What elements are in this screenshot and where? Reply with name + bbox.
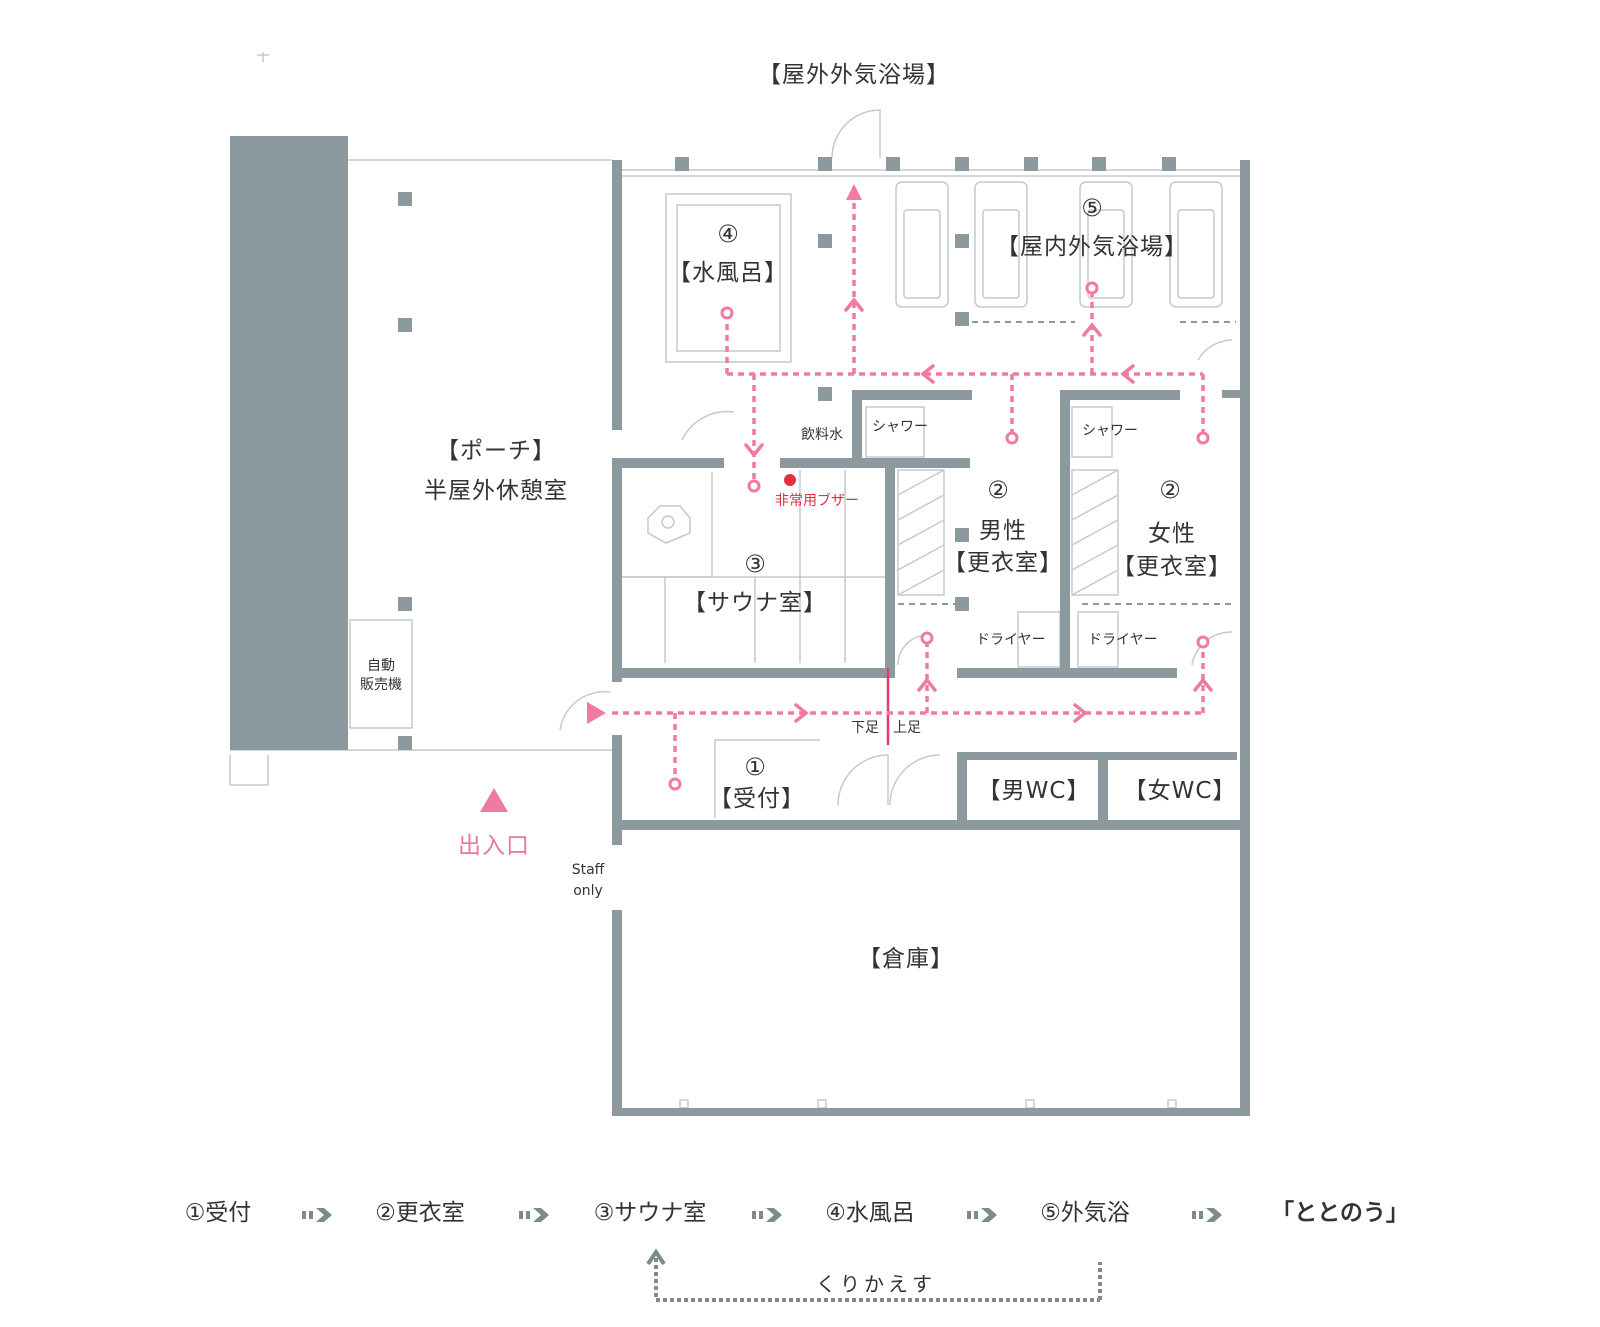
vending-label-2: 販売機: [360, 677, 402, 693]
male-locker-label: 【更衣室】: [943, 550, 1063, 576]
emergency-buzzer-dot: [784, 474, 796, 486]
male-locker-number: ②: [987, 476, 1009, 504]
reception-label: 【受付】: [709, 786, 805, 812]
outdoor-bath-label: 【屋外外気浴場】: [758, 62, 950, 88]
indoor-bath-number: ⑤: [1081, 194, 1103, 222]
thin-lines: [229, 52, 1240, 1109]
staff-only-label-1: Staff: [571, 862, 605, 878]
shower-male-label: シャワー: [872, 419, 928, 435]
drinking-water-label: 飲料水: [801, 427, 843, 443]
dashed-guides: [898, 321, 1236, 605]
entrance-triangle: [480, 788, 508, 812]
female-locker-number: ②: [1159, 476, 1181, 504]
staff-only-label-2: only: [573, 883, 603, 899]
cold-bath-number: ④: [717, 220, 739, 248]
flow-step-totonou: 「ととのう」: [1271, 1200, 1409, 1226]
indoor-bath-label: 【屋内外気浴場】: [996, 234, 1188, 260]
male-wc-label: 【男WC】: [977, 778, 1091, 804]
sauna-number: ③: [744, 550, 766, 578]
route-chevrons: [744, 297, 1213, 723]
route-nodes: [668, 281, 1210, 791]
storage-label: 【倉庫】: [858, 946, 954, 972]
cold-bath-label: 【水風呂】: [668, 260, 788, 286]
shoes-off-label: 下足: [851, 720, 879, 736]
female-locker-label: 【更衣室】: [1112, 554, 1232, 580]
route-lines: [612, 202, 1205, 784]
sauna-label: 【サウナ室】: [683, 590, 827, 616]
female-label: 女性: [1148, 521, 1196, 547]
reception-number: ①: [744, 753, 766, 781]
dryer-male-label: ドライヤー: [976, 632, 1046, 648]
repeat-arrow-head: [646, 1248, 666, 1266]
entrance-label: 出入口: [458, 833, 530, 859]
repeat-loop: [654, 1258, 1102, 1302]
dryer-female-label: ドライヤー: [1088, 632, 1158, 648]
male-label: 男性: [979, 518, 1027, 544]
emergency-buzzer-label: 非常用ブザー: [775, 493, 859, 509]
entry-arrow: [587, 702, 606, 724]
vending-label-1: 自動: [367, 658, 395, 674]
shoes-on-label: 上足: [893, 720, 921, 736]
columns: [398, 157, 1176, 750]
walls: [230, 136, 1250, 1116]
flow-step-sauna: ③サウナ室: [593, 1200, 707, 1226]
flow-step-air-bath: ⑤外気浴: [1040, 1200, 1130, 1226]
flow-chevrons: [302, 1208, 1222, 1222]
flow-step-cold-bath: ④水風呂: [825, 1200, 915, 1226]
porch-label: 【ポーチ】: [436, 438, 556, 464]
route-arrow-up: [846, 184, 862, 200]
flow-step-locker: ②更衣室: [375, 1200, 465, 1226]
repeat-label: くりかえす: [816, 1272, 936, 1296]
female-wc-label: 【女WC】: [1123, 778, 1237, 804]
shower-female-label: シャワー: [1082, 423, 1138, 439]
flow-step-reception: ①受付: [184, 1200, 252, 1226]
lounge-label: 半屋外休憩室: [424, 478, 568, 504]
